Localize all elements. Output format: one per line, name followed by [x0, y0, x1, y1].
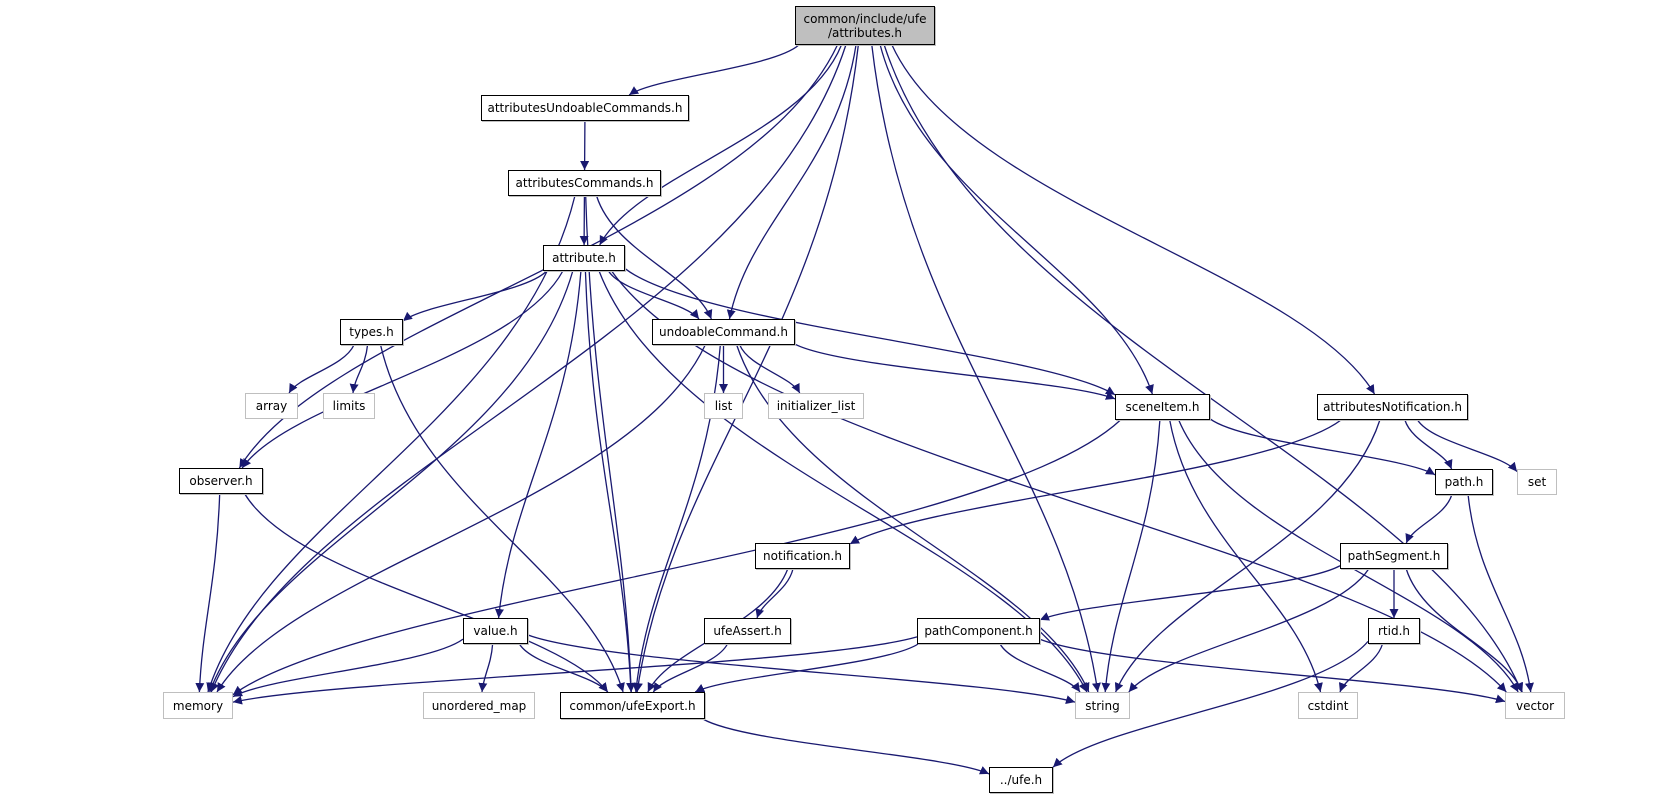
node-unordered-map: unordered_map — [423, 692, 535, 719]
edge-sceneItem-to-cstdint — [1169, 419, 1323, 693]
node-attributesUndoableCommands[interactable]: attributesUndoableCommands.h — [481, 95, 689, 121]
edge-observer-to-memory — [195, 493, 221, 693]
edge-attributes-to-ufeExport — [633, 44, 859, 693]
node-path[interactable]: path.h — [1435, 469, 1493, 495]
node-memory: memory — [163, 692, 233, 719]
edge-undoableCommand-to-initializer_list — [739, 344, 801, 394]
node-array: array — [245, 393, 298, 419]
edge-rtid-to-ufe — [1052, 640, 1369, 768]
edge-sceneItem-to-path — [1209, 418, 1436, 476]
edge-attribute-to-undoableCommand — [607, 270, 700, 320]
edge-attributes-to-sceneItem — [879, 44, 1154, 395]
edge-attribute-to-sceneItem — [624, 268, 1116, 396]
node-attributes[interactable]: common/include/ufe /attributes.h — [795, 6, 935, 45]
edge-value-to-unordered_map — [478, 643, 494, 693]
node-ufeAssert[interactable]: ufeAssert.h — [704, 618, 791, 644]
node-vector: vector — [1505, 692, 1565, 719]
edge-types-to-ufeExport — [379, 344, 625, 693]
node-limits: limits — [323, 393, 375, 419]
edge-attribute-to-string — [598, 270, 1088, 693]
node-pathComponent[interactable]: pathComponent.h — [917, 618, 1040, 644]
edge-rtid-to-cstdint — [1338, 643, 1384, 693]
edge-notification-to-ufeAssert — [755, 568, 794, 619]
edge-attributesCommands-to-undoableCommand — [596, 195, 713, 320]
edge-attributes-to-attributesNotification — [891, 44, 1376, 395]
node-pathSegment[interactable]: pathSegment.h — [1340, 543, 1448, 569]
edge-attribute-to-ufeExport — [584, 270, 636, 693]
edge-pathComponent-to-memory — [232, 636, 918, 705]
node-value[interactable]: value.h — [463, 618, 528, 644]
node-sceneItem[interactable]: sceneItem.h — [1115, 394, 1210, 420]
edge-pathSegment-to-pathComponent — [1039, 565, 1341, 621]
node-attributesCommands[interactable]: attributesCommands.h — [508, 170, 661, 196]
edge-attributes-to-undoableCommand — [726, 44, 857, 320]
edge-pathComponent-to-vector — [1039, 638, 1506, 704]
edge-ufeAssert-to-ufeExport — [652, 643, 729, 693]
edge-attributesNotification-to-set — [1417, 419, 1518, 473]
node-types[interactable]: types.h — [340, 319, 403, 345]
edge-attributes-to-memory — [210, 44, 847, 693]
node-undoableCommand[interactable]: undoableCommand.h — [652, 319, 795, 345]
edge-attribute-to-observer — [241, 270, 564, 469]
edge-value-to-memory — [232, 638, 464, 698]
node-attribute[interactable]: attribute.h — [543, 245, 625, 271]
edge-attributesNotification-to-notification — [849, 419, 1342, 545]
node-ufeExport[interactable]: common/ufeExport.h — [560, 692, 705, 719]
edge-attributes-to-vector — [883, 44, 1523, 693]
edge-sceneItem-to-memory — [232, 419, 1121, 696]
edge-path-to-vector — [1467, 494, 1534, 693]
edge-attributesCommands-to-ufeExport — [585, 195, 636, 693]
edge-pathSegment-to-vector — [1405, 568, 1524, 693]
edge-types-to-array — [288, 344, 355, 394]
node-notification[interactable]: notification.h — [755, 543, 850, 569]
edge-attributesNotification-to-string — [1114, 419, 1381, 693]
node-observer[interactable]: observer.h — [179, 468, 263, 494]
node-ufe[interactable]: ../ufe.h — [989, 767, 1053, 793]
edge-pathSegment-to-string — [1128, 568, 1370, 693]
edge-observer-to-ufeExport — [244, 493, 609, 693]
edge-attribute-to-value — [495, 270, 582, 619]
node-attributesNotification[interactable]: attributesNotification.h — [1317, 394, 1468, 420]
edge-attributes-to-attributesUndoableCommands — [628, 44, 800, 96]
edge-ufeExport-to-ufe — [702, 718, 990, 775]
edge-attribute-to-memory — [208, 270, 574, 693]
edge-pathComponent-to-string — [999, 643, 1081, 693]
node-rtid[interactable]: rtid.h — [1368, 618, 1420, 644]
edge-path-to-pathSegment — [1405, 494, 1453, 544]
edge-value-to-ufeExport — [518, 643, 609, 693]
edge-attributesCommands-to-memory — [206, 195, 576, 693]
node-set: set — [1517, 469, 1557, 495]
edge-types-to-limits — [349, 344, 369, 394]
node-list: list — [704, 393, 743, 419]
node-initializer-list: initializer_list — [768, 393, 864, 419]
edge-sceneItem-to-string — [1101, 419, 1161, 693]
node-cstdint: cstdint — [1298, 692, 1358, 719]
edge-undoableCommand-to-memory — [216, 344, 706, 693]
edge-attribute-to-types — [402, 270, 548, 322]
edge-attributes-to-string — [871, 44, 1101, 693]
edge-pathComponent-to-ufeExport — [694, 643, 919, 693]
node-string: string — [1075, 692, 1130, 719]
edge-attributesNotification-to-path — [1404, 419, 1453, 470]
edge-attributes-to-attribute — [599, 44, 843, 246]
edge-undoableCommand-to-sceneItem — [794, 343, 1116, 400]
